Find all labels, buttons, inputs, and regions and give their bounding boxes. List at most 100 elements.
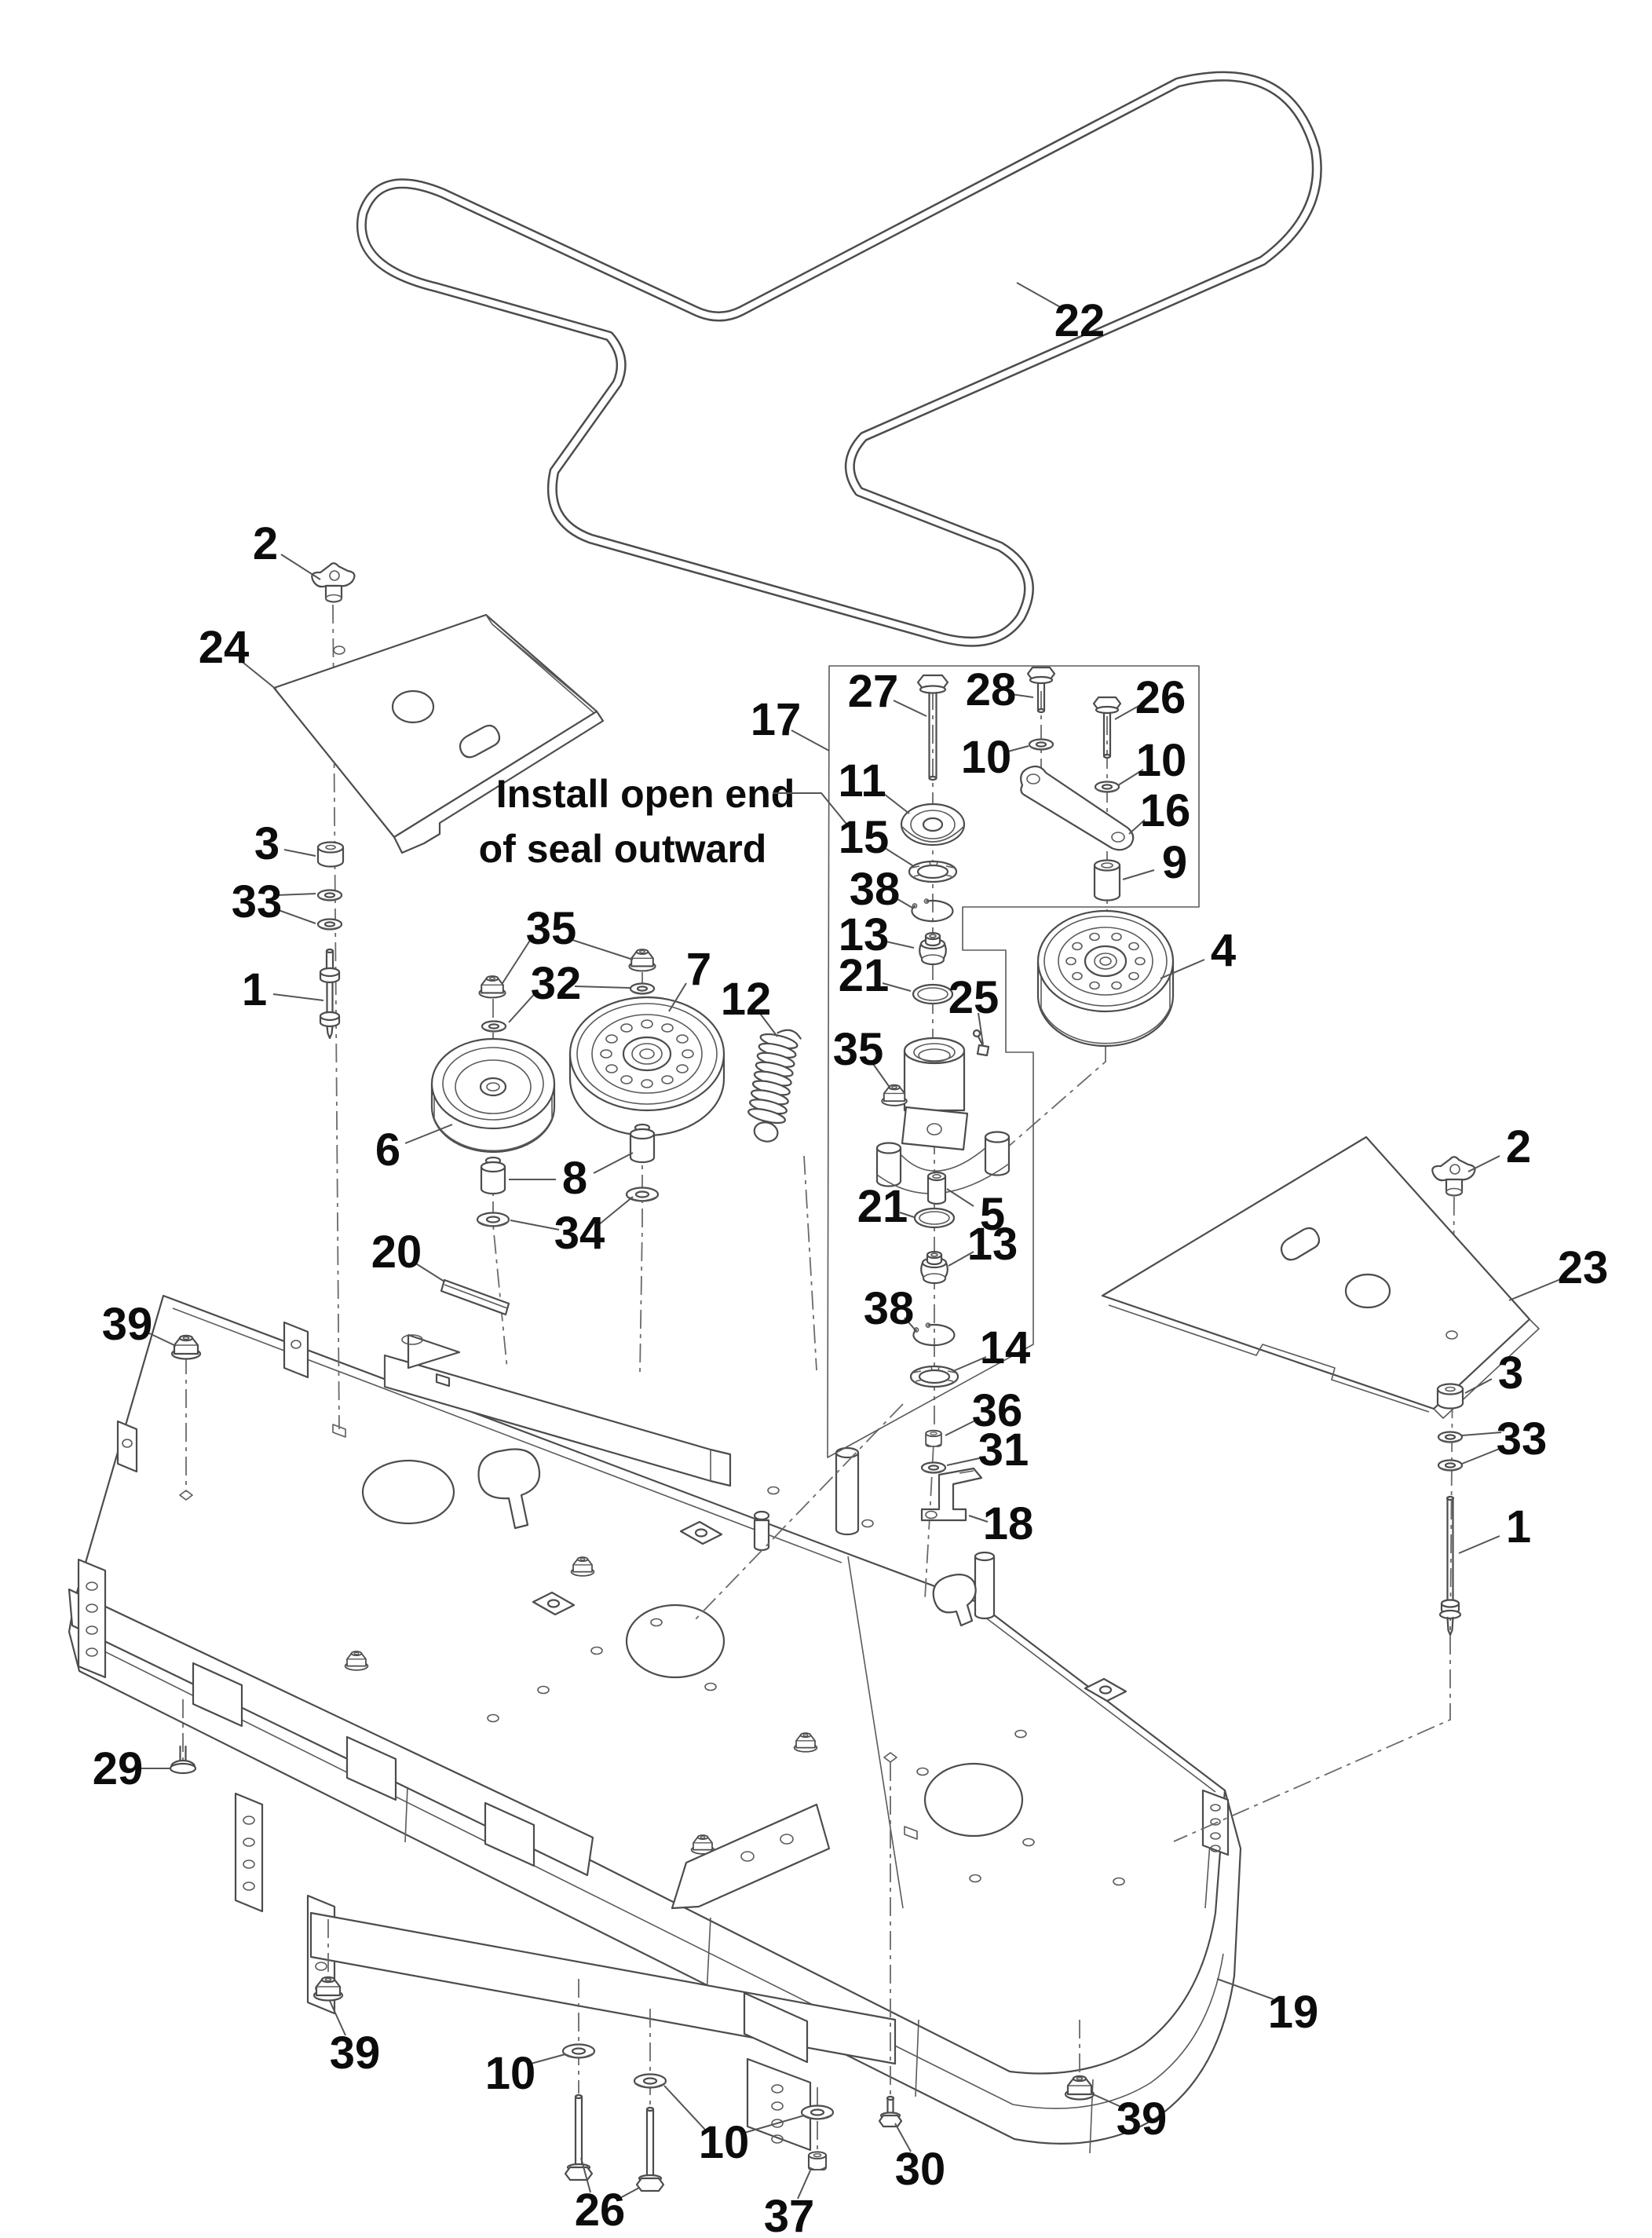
- spacer-8-left: [480, 1156, 506, 1195]
- spacer-3-left: [316, 841, 345, 868]
- deck-stop-pin: [753, 1510, 770, 1552]
- idler-pulley-4: [1036, 909, 1175, 1048]
- callout-11: 11: [838, 755, 886, 806]
- leader-line: [276, 893, 316, 896]
- belt-cover-24: [272, 613, 605, 854]
- leader-line: [1464, 1378, 1493, 1394]
- lock-nut-36: [925, 1429, 942, 1447]
- leader-line: [758, 1011, 778, 1037]
- deck-holes: [179, 1334, 1125, 1886]
- spacer-bar-20: [440, 1278, 510, 1316]
- callout-3: 3: [254, 818, 280, 869]
- callout-20: 20: [371, 1227, 422, 1278]
- callout-35: 35: [833, 1024, 884, 1075]
- leader-line: [797, 2170, 811, 2200]
- wing-knob-2-right: [1431, 1156, 1476, 1197]
- leader-line: [530, 2053, 566, 2064]
- washer-33: [1437, 1459, 1464, 1472]
- callout-25: 25: [948, 972, 1000, 1023]
- leader-line: [593, 1152, 634, 1174]
- callout-29: 29: [93, 1743, 144, 1794]
- callout-39: 39: [102, 1299, 153, 1350]
- pin-1-left: [319, 948, 341, 1040]
- spacer-3-right: [1436, 1383, 1464, 1410]
- flange-nut-35-housing: [881, 1084, 908, 1106]
- callout-34: 34: [554, 1208, 605, 1259]
- seal-15: [908, 860, 958, 883]
- leader-line: [894, 2123, 912, 2152]
- deck-rear-post: [974, 1551, 996, 1620]
- leader-line: [1508, 1278, 1563, 1301]
- leader-line: [1016, 282, 1062, 309]
- leader-line: [791, 730, 830, 751]
- bolt-26-top: [1092, 696, 1122, 759]
- leader-line: [1091, 2093, 1124, 2108]
- callout-24: 24: [199, 622, 250, 673]
- spacer-8-right: [629, 1123, 656, 1164]
- deck-stud-nut: [344, 1651, 369, 1671]
- bolt-26-bottom-right: [635, 2106, 665, 2192]
- belt-cover-23: [1101, 1135, 1540, 1419]
- leader-line: [1114, 704, 1141, 720]
- callout-17: 17: [751, 694, 802, 745]
- leader-line: [574, 986, 630, 989]
- link-16: [1020, 765, 1135, 851]
- leader-line: [1117, 769, 1144, 786]
- callout-10: 10: [961, 732, 1012, 783]
- leader-line: [893, 700, 927, 717]
- callout-26: 26: [575, 2185, 626, 2236]
- bushing-13-lower: [920, 1250, 948, 1285]
- deck-spindle-opening-right: [923, 1762, 1024, 1838]
- callout-38: 38: [850, 864, 901, 915]
- deck-brace-bar: [671, 1803, 831, 1910]
- leader-line: [882, 846, 913, 866]
- o-ring-21-lower: [913, 1207, 956, 1229]
- leader-line: [145, 1331, 177, 1347]
- pulley-7-holes: [600, 1019, 694, 1088]
- callout-10: 10: [485, 2048, 536, 2099]
- leader-line: [239, 659, 277, 690]
- callout-31: 31: [978, 1424, 1029, 1476]
- deck-idler-channel: [383, 1333, 732, 1487]
- grease-fitting-25: [972, 1029, 990, 1057]
- mount-column-left: [316, 841, 345, 1040]
- note-leader: [773, 792, 850, 828]
- callout-2: 2: [253, 518, 278, 569]
- callout-5: 5: [980, 1189, 1005, 1240]
- seal-14: [909, 1365, 959, 1388]
- callout-30: 30: [895, 2144, 946, 2195]
- callout-33: 33: [232, 876, 283, 927]
- bushing-13-upper: [919, 931, 947, 966]
- diagram-note: Install open end of seal outward: [479, 772, 850, 871]
- callout-3: 3: [1498, 1348, 1523, 1399]
- leader-line: [1122, 869, 1155, 880]
- washer-32-right: [629, 982, 656, 995]
- deck-stud-nut: [570, 1556, 595, 1577]
- washer-10: [800, 2105, 835, 2120]
- leader-line: [1004, 745, 1029, 753]
- leader-line: [1128, 819, 1146, 835]
- leader-line: [1160, 959, 1205, 979]
- callout-1: 1: [242, 964, 267, 1015]
- callout-22: 22: [1054, 295, 1106, 346]
- leader-line: [952, 1356, 987, 1372]
- leader-line: [1216, 1978, 1274, 2000]
- callout-10: 10: [1136, 735, 1187, 786]
- leader-line: [276, 909, 316, 924]
- flat-idler-pulley-7: [568, 996, 725, 1137]
- leader-line: [329, 2000, 346, 2036]
- leader-line: [580, 2157, 591, 2193]
- callout-35: 35: [526, 903, 577, 954]
- deck-spindle-opening-left: [361, 1459, 455, 1525]
- leader-line: [663, 2085, 706, 2130]
- anchor-bracket-18: [920, 1467, 983, 1522]
- spindle-detail-box: [827, 665, 1200, 1458]
- washer-34-right: [625, 1187, 660, 1202]
- mower-deck-19: [68, 1294, 1242, 2154]
- v-belt-22: [356, 71, 1322, 647]
- spindle-housing: [875, 1029, 1011, 1194]
- washer-33: [316, 889, 343, 901]
- callout-10: 10: [699, 2117, 750, 2168]
- carriage-bolt-29: [169, 1745, 197, 1775]
